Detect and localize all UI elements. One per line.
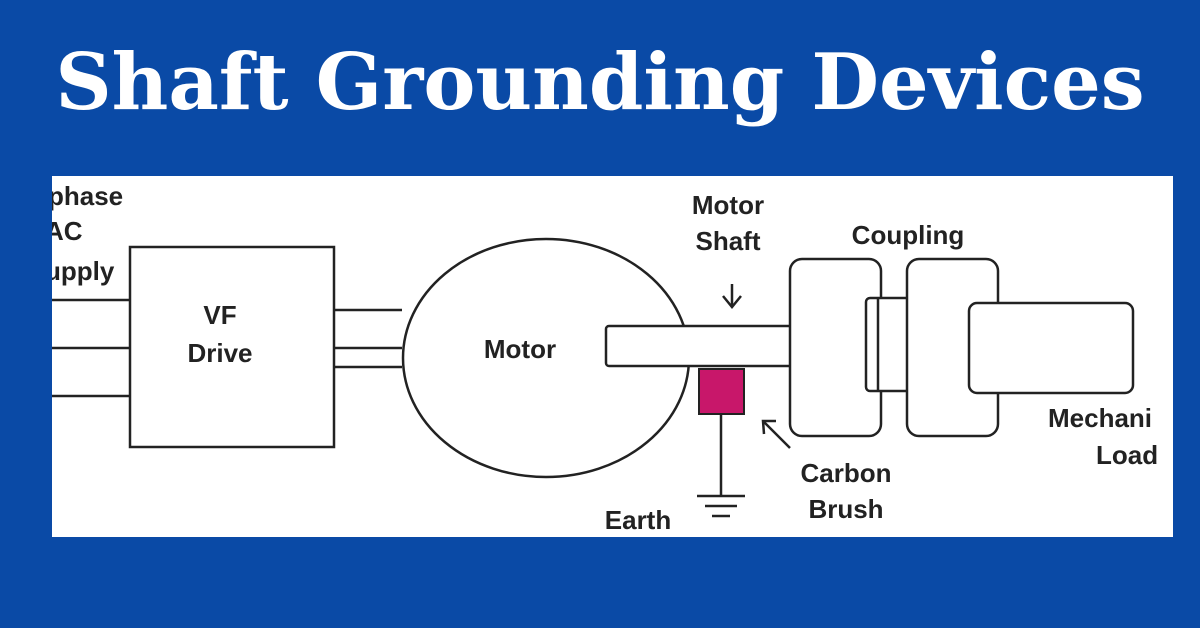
load-label-1: Mechani — [1048, 403, 1152, 433]
diagram-panel: phase AC upply VF Drive Motor Motor Shaf… — [52, 176, 1173, 537]
supply-label-3: upply — [52, 256, 115, 286]
shaft-arrow-head — [722, 295, 742, 309]
supply-label-1: phase — [52, 181, 123, 211]
carbon-arrow-head — [761, 419, 776, 435]
carbon-brush-label-1: Carbon — [801, 458, 892, 488]
motor-shaft — [604, 324, 798, 368]
carbon-brush-label-2: Brush — [808, 494, 883, 524]
vf-label-2: Drive — [187, 338, 252, 368]
mechanical-load — [967, 301, 1135, 395]
coupling-hub — [864, 296, 912, 393]
supply-label-2: AC — [52, 216, 83, 246]
grounding-diagram: phase AC upply VF Drive Motor Motor Shaf… — [52, 181, 1158, 535]
carbon-arrow — [763, 421, 791, 449]
coupling-label: Coupling — [852, 220, 965, 250]
motor-shaft-label-1: Motor — [692, 190, 764, 220]
motor-shaft-label-2: Shaft — [696, 226, 761, 256]
page-title: Shaft Grounding Devices — [55, 37, 1145, 128]
earth-label: Earth — [605, 505, 671, 535]
vf-label-1: VF — [203, 300, 236, 330]
carbon-brush — [698, 368, 745, 415]
load-label-2: Load — [1096, 440, 1158, 470]
motor-label: Motor — [484, 334, 556, 364]
